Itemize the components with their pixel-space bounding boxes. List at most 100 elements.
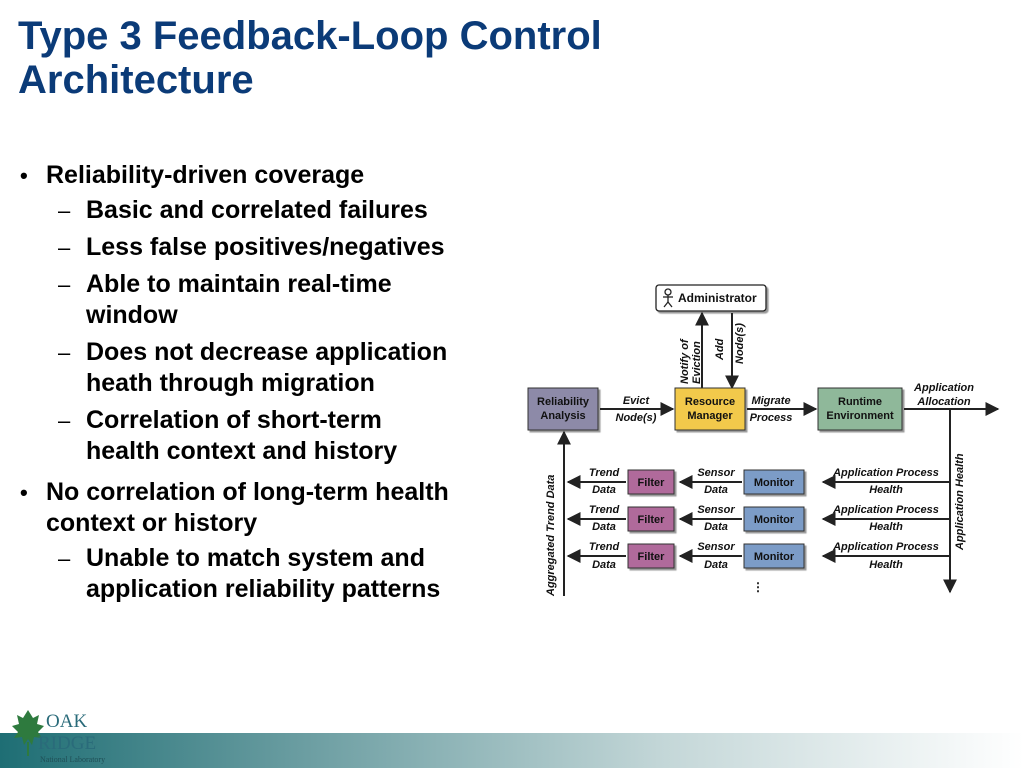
- title-line-1: Type 3 Feedback-Loop Control: [18, 14, 602, 58]
- trend-data-label: Data: [592, 484, 616, 496]
- sub-bullet: –Unable to match system and application r…: [46, 543, 518, 605]
- allocation-label-1: Application: [913, 382, 974, 394]
- filter-box: [627, 469, 675, 495]
- monitor-row-2: Application Process Health Monitor Senso…: [566, 504, 950, 533]
- dash-icon: –: [58, 235, 71, 260]
- sub-bullet-text: Basic and correlated failures: [86, 196, 428, 224]
- add-label: Add: [714, 338, 726, 361]
- trend-label: Trend: [589, 541, 620, 553]
- bullet-reliability-coverage: • Reliability-driven coverage –Basic and…: [18, 160, 518, 467]
- sub-bullet-list: –Basic and correlated failures –Less fal…: [46, 195, 518, 467]
- logo-oak-text: OAK: [46, 711, 87, 732]
- monitor-label: Monitor: [754, 514, 795, 526]
- trend-data-label: Data: [592, 521, 616, 533]
- runtime-environment-box: Runtime Environment: [817, 387, 903, 431]
- feedback-loop-diagram: Administrator Notify of Eviction Add Nod…: [527, 284, 1000, 597]
- monitor-row-3: Application Process Health Monitor Senso…: [566, 541, 950, 571]
- bullet-dot-icon: •: [20, 480, 28, 505]
- sub-bullet-text: Less false positives/negatives: [86, 233, 445, 261]
- reliability-label-1: Reliability: [537, 396, 590, 408]
- sub-bullet: –Able to maintain real-time window: [46, 269, 518, 331]
- filter-label: Filter: [638, 514, 666, 526]
- monitor-row-1: Application Process Health Monitor Senso…: [566, 467, 950, 496]
- sub-bullet-text: window: [86, 301, 178, 329]
- sub-bullet-text: heath through migration: [86, 369, 375, 397]
- logo-caption: National Laboratory: [40, 755, 105, 764]
- proc-label: Application Process: [832, 541, 939, 553]
- dash-icon: –: [58, 198, 71, 223]
- proc-label: Application Process: [832, 467, 939, 479]
- allocation-label-2: Allocation: [916, 396, 970, 408]
- monitor-box: [743, 469, 805, 495]
- bullet-no-long-term-correlation: • No correlation of long-term health con…: [18, 477, 518, 605]
- runtime-label-2: Environment: [826, 410, 894, 422]
- sensor-label: Sensor: [697, 504, 735, 516]
- bullet-text: Reliability-driven coverage: [46, 161, 365, 189]
- evict-label: Evict: [623, 395, 651, 407]
- administrator-box: Administrator: [655, 284, 767, 312]
- bullet-list: • Reliability-driven coverage –Basic and…: [18, 150, 518, 611]
- filter-box: [627, 543, 675, 569]
- more-rows-ellipsis: ⋮: [752, 580, 764, 594]
- dash-icon: –: [58, 272, 71, 297]
- runtime-label-1: Runtime: [838, 396, 882, 408]
- sensor-label: Sensor: [697, 541, 735, 553]
- filter-label: Filter: [638, 477, 666, 489]
- sensor-data-label: Data: [704, 521, 728, 533]
- monitor-box: [743, 506, 805, 532]
- sub-bullet-text: application reliability patterns: [86, 575, 441, 603]
- reliability-box-bg: [527, 387, 599, 431]
- sub-bullet-text: health context and history: [86, 437, 398, 465]
- logo-ridge-text: RIDGE: [38, 733, 96, 754]
- proc-label: Application Process: [832, 504, 939, 516]
- application-health-label: Application Health: [954, 453, 966, 551]
- sub-bullet: –Correlation of short-term health context…: [46, 405, 518, 467]
- sub-bullet-text: Does not decrease application: [86, 338, 448, 366]
- bullet-text: context or history: [46, 509, 258, 537]
- resource-box-bg: [674, 387, 746, 431]
- dash-icon: –: [58, 408, 71, 433]
- monitor-label: Monitor: [754, 551, 795, 563]
- sub-bullet: –Less false positives/negatives: [46, 232, 518, 263]
- title-line-2: Architecture: [18, 58, 254, 102]
- sensor-label: Sensor: [697, 467, 735, 479]
- oak-ridge-logo: OAK RIDGE National Laboratory: [12, 710, 105, 764]
- trend-label: Trend: [589, 467, 620, 479]
- trend-data-label: Data: [592, 559, 616, 571]
- oak-leaf-icon: [12, 710, 44, 756]
- sub-bullet-text: Correlation of short-term: [86, 406, 382, 434]
- slide-title: Type 3 Feedback-Loop Control Architectur…: [18, 14, 602, 102]
- nodes-label: Node(s): [734, 323, 746, 364]
- sub-bullet-text: Unable to match system and: [86, 544, 425, 572]
- migrate-process-label: Process: [750, 412, 793, 424]
- bullet-dot-icon: •: [20, 163, 28, 188]
- sub-bullet-text: Able to maintain real-time: [86, 270, 392, 298]
- dash-icon: –: [58, 546, 71, 571]
- filter-label: Filter: [638, 551, 666, 563]
- monitor-label: Monitor: [754, 477, 795, 489]
- bullet-text: No correlation of long-term health: [46, 478, 449, 506]
- footer-band: [0, 733, 1024, 768]
- dash-icon: –: [58, 340, 71, 365]
- administrator-box-bg: [655, 284, 767, 312]
- eviction-label: Eviction: [691, 341, 703, 384]
- trend-label: Trend: [589, 504, 620, 516]
- sub-bullet: –Does not decrease application heath thro…: [46, 337, 518, 399]
- monitor-box: [743, 543, 805, 569]
- migrate-label: Migrate: [751, 395, 790, 407]
- aggregated-trend-label: Aggregated Trend Data: [545, 475, 557, 597]
- filter-box: [627, 506, 675, 532]
- administrator-label: Administrator: [678, 291, 757, 305]
- reliability-analysis-box: Reliability Analysis: [527, 387, 599, 431]
- resource-manager-box: Resource Manager: [674, 387, 746, 431]
- sub-bullet-list: –Unable to match system and application r…: [46, 543, 518, 605]
- resource-label-2: Manager: [687, 410, 733, 422]
- notify-label: Notify of: [679, 338, 691, 384]
- sub-bullet: –Basic and correlated failures: [46, 195, 518, 226]
- resource-label-1: Resource: [685, 396, 735, 408]
- proc-health-label: Health: [869, 484, 903, 496]
- sensor-data-label: Data: [704, 484, 728, 496]
- evict-nodes-label: Node(s): [616, 412, 657, 424]
- reliability-label-2: Analysis: [540, 410, 585, 422]
- proc-health-label: Health: [869, 559, 903, 571]
